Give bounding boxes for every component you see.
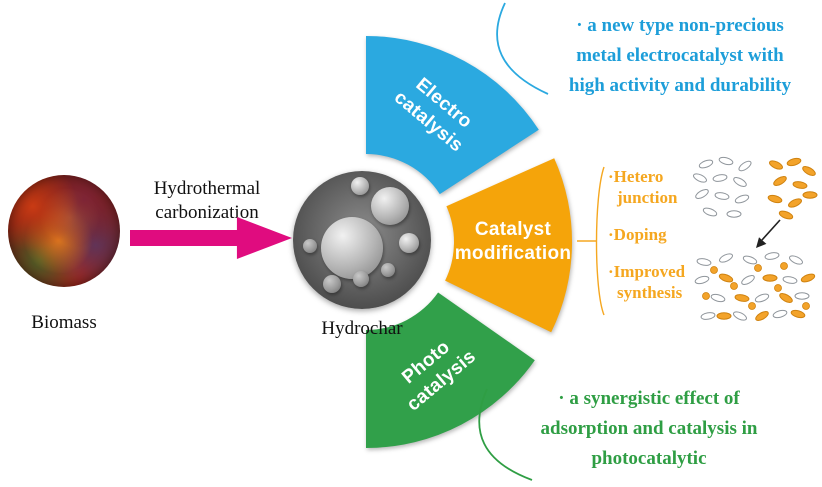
modification-item-improved-synthesis: ·Improved synthesis xyxy=(608,262,686,302)
hydrochar-image xyxy=(293,171,431,309)
electro-bracket-line xyxy=(496,2,549,95)
photo-note: · a synergistic effect of adsorption and… xyxy=(540,388,758,469)
molecule-cluster-after xyxy=(694,252,816,321)
electro-catalysis-wedge xyxy=(366,35,539,195)
modification-note: ·Hetero junction ·Doping ·Improved synth… xyxy=(608,166,712,319)
process-label-line2: carbonization xyxy=(155,201,259,223)
molecule-cluster-before xyxy=(693,156,818,220)
electro-note: · a new type non-precious metal electroc… xyxy=(568,15,792,96)
photo-catalysis-wedge xyxy=(366,292,535,448)
process-label-line1: Hydrothermal xyxy=(153,178,261,199)
molecule-schematic xyxy=(693,156,818,321)
photo-bracket-line xyxy=(478,388,533,481)
modification-item-doping: ·Doping xyxy=(608,225,667,244)
biomass-image xyxy=(8,175,120,287)
process-label: Hydrothermal carbonization xyxy=(118,177,296,225)
modification-item-heterojunction: ·Hetero junction xyxy=(608,167,678,207)
modification-bracket-line xyxy=(577,166,605,316)
transform-arrow-icon xyxy=(756,219,781,248)
biomass-label: Biomass xyxy=(31,312,97,333)
catalyst-modification-label: Catalyst modification xyxy=(454,219,572,264)
hydrochar-label: Hydrochar xyxy=(321,318,403,339)
catalyst-modification-wedge xyxy=(445,158,573,333)
